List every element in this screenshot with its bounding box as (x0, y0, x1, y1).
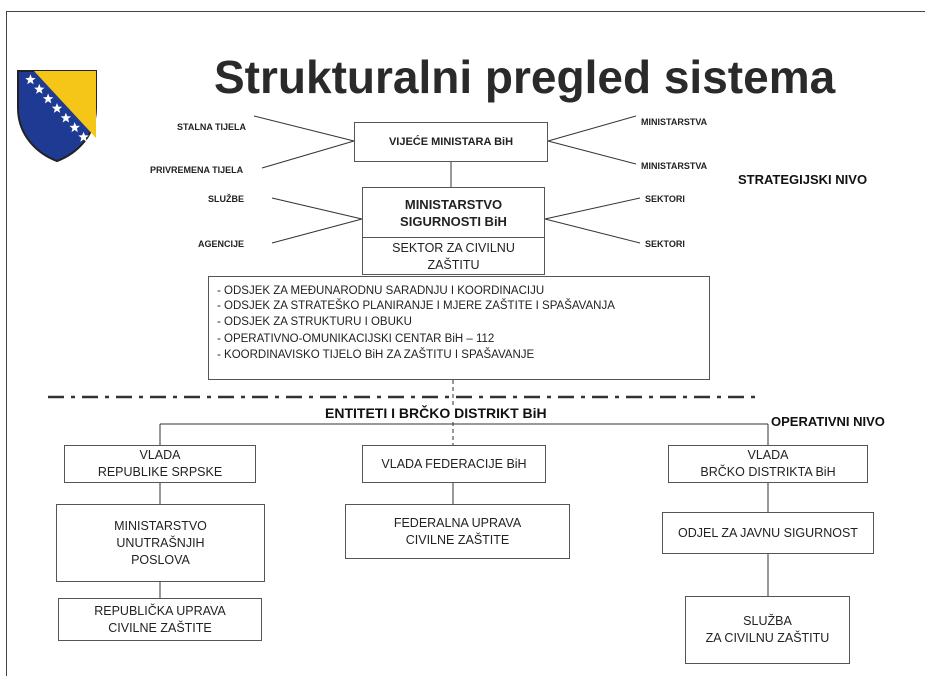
connector-line (271, 218, 363, 244)
connector-line (547, 140, 637, 165)
sector-line: SEKTOR ZA CIVILNU (392, 241, 515, 255)
label-ministarstva-1: MINISTARSTVA (641, 117, 708, 127)
flag-star-icon (69, 122, 80, 133)
flag-star-icon (78, 131, 89, 142)
brcko-service-line: SLUŽBA (743, 614, 792, 628)
list-item: - ODSJEK ZA MEĐUNARODNU SARADNJU I KOORD… (217, 285, 545, 297)
brcko-government-line: VLADA (747, 448, 789, 462)
rs-ministry-line: POSLOVA (131, 552, 190, 567)
brcko-government-box: VLADA BRČKO DISTRIKTA BiH (668, 445, 868, 483)
label-privremena-tijela: PRIVREMENA TIJELA (150, 165, 244, 175)
entities-title: ENTITETI I BRČKO DISTRIKT BiH (323, 405, 549, 421)
fbih-civil-protection-box: FEDERALNA UPRAVA CIVILNE ZAŠTITE (345, 504, 570, 559)
brcko-civil-protection-service-box: SLUŽBA ZA CIVILNU ZAŠTITU (685, 596, 850, 664)
list-item: - KOORDINAVISKO TIJELO BiH ZA ZAŠTITU I … (217, 349, 535, 361)
rs-civil-protection-box: REPUBLIČKA UPRAVA CIVILNE ZAŠTITE (58, 598, 262, 641)
brcko-service-line: ZA CIVILNU ZAŠTITU (705, 631, 830, 645)
fbih-government-box: VLADA FEDERACIJE BiH (362, 445, 546, 483)
connector-line (271, 197, 363, 220)
connector-line (544, 197, 641, 220)
rs-agency-line: CIVILNE ZAŠTITE (108, 620, 212, 635)
flag-star-icon (51, 103, 63, 113)
rs-agency-line: REPUBLIČKA UPRAVA (94, 603, 226, 618)
rs-ministry-line: MINISTARSTVO (114, 518, 207, 533)
ministry-name-line: MINISTARSTVO (404, 196, 503, 212)
slide-top-border (6, 11, 925, 12)
sector-line: ZAŠTITU (427, 258, 480, 272)
connector-line (253, 115, 355, 142)
flag-star-icon (34, 83, 45, 94)
label-sektori-1: SEKTORI (645, 194, 685, 204)
label-ministarstva-2: MINISTARSTVA (641, 161, 708, 171)
coat-of-arms-icon (17, 70, 97, 163)
strategic-level-label: STRATEGIJSKI NIVO (738, 172, 868, 187)
connector-line (261, 140, 355, 169)
departments-list: - ODSJEK ZA MEĐUNARODNU SARADNJU I KOORD… (208, 276, 710, 380)
rs-ministry-line: UNUTRAŠNJIH (116, 535, 205, 550)
rs-government-box: VLADA REPUBLIKE SRPSKE (64, 445, 256, 483)
connector-line (544, 218, 641, 244)
page-title: Strukturalni pregled sistema (214, 51, 836, 103)
rs-government-line: REPUBLIKE SRPSKE (97, 465, 223, 479)
council-of-ministers-box: VIJEĆE MINISTARA BiH (354, 122, 548, 162)
connector-line (547, 115, 637, 142)
list-item: - ODSJEK ZA STRATEŠKO PLANIRANJE I MJERE… (217, 299, 615, 312)
flag-star-icon (25, 74, 36, 85)
ministry-name-line: SIGURNOSTI BiH (400, 213, 507, 229)
ministry-of-security-box: MINISTARSTVO SIGURNOSTI BiH SEKTOR ZA CI… (362, 187, 545, 275)
rs-interior-ministry-box: MINISTARSTVO UNUTRAŠNJIH POSLOVA (56, 504, 265, 582)
rs-government-line: VLADA (139, 448, 181, 462)
fbih-agency-line: CIVILNE ZAŠTITE (405, 532, 510, 547)
label-sluzbe: SLUŽBE (208, 194, 244, 204)
list-item: - OPERATIVNO-OMUNIKACIJSKI CENTAR BiH – … (217, 332, 495, 345)
civil-protection-sector-cell: SEKTOR ZA CIVILNU ZAŠTITU (392, 238, 515, 274)
slide-left-border (6, 11, 7, 676)
flag-star-icon (60, 112, 72, 123)
ministry-name-cell: MINISTARSTVO SIGURNOSTI BiH (363, 188, 544, 238)
brcko-department-line: ODJEL ZA JAVNU SIGURNOST (678, 525, 858, 540)
label-agencije: AGENCIJE (198, 239, 245, 249)
label-sektori-2: SEKTORI (645, 239, 685, 249)
flag-star-icon (42, 93, 54, 104)
label-stalna-tijela: STALNA TIJELA (177, 122, 246, 132)
fbih-government-line: VLADA FEDERACIJE BiH (381, 456, 527, 471)
fbih-agency-line: FEDERALNA UPRAVA (393, 515, 522, 530)
council-of-ministers-name: VIJEĆE MINISTARA BiH (388, 135, 514, 148)
brcko-public-security-box: ODJEL ZA JAVNU SIGURNOST (662, 512, 874, 554)
brcko-government-line: BRČKO DISTRIKTA BiH (700, 465, 836, 479)
list-item: - ODSJEK ZA STRUKTURU I OBUKU (217, 316, 412, 328)
operative-level-label: OPERATIVNI NIVO (771, 414, 885, 429)
